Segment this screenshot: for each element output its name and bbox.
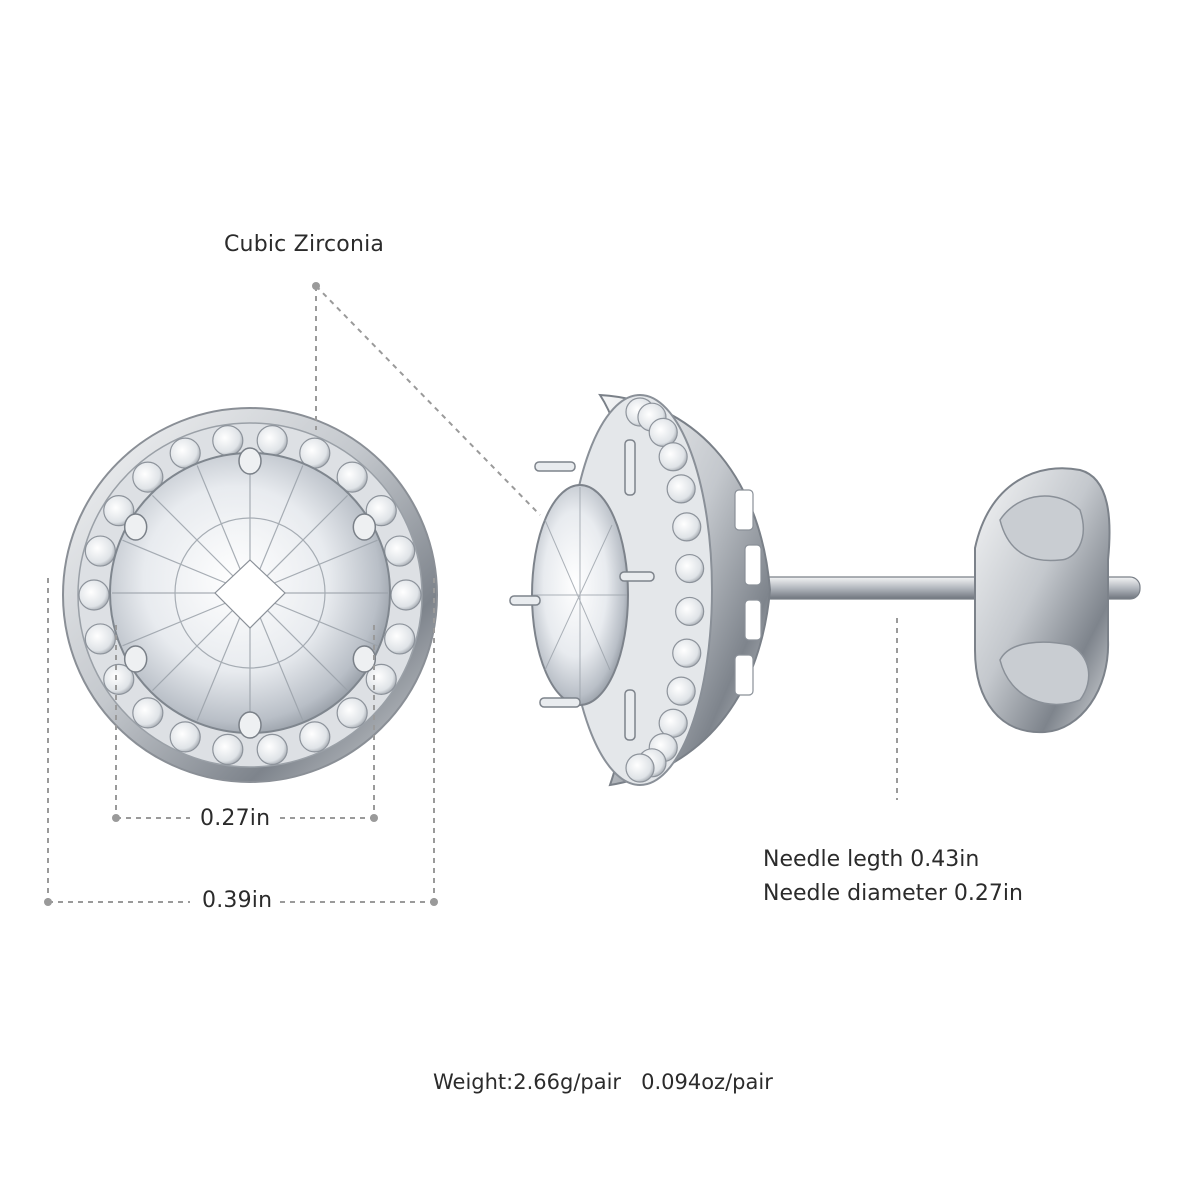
front-view-earring — [62, 407, 438, 783]
dimension-endpoints — [44, 282, 438, 906]
inner-width-label: 0.27in — [198, 806, 273, 831]
prongs — [123, 447, 377, 739]
outer-width-label: 0.39in — [200, 888, 275, 913]
needle-specs: Needle legth 0.43in Needle diameter 0.27… — [763, 843, 1023, 911]
side-view-earring — [509, 393, 1141, 787]
cubic-zirconia-label: Cubic Zirconia — [224, 232, 385, 257]
side-halo-stones — [625, 397, 705, 783]
halo-stones — [78, 424, 422, 766]
dimension-lines — [47, 285, 898, 903]
needle-diameter-label: Needle diameter 0.27in — [763, 881, 1023, 906]
weight-label: Weight:2.66g/pair 0.094oz/pair — [433, 1070, 773, 1094]
needle-length-label: Needle legth 0.43in — [763, 847, 980, 872]
